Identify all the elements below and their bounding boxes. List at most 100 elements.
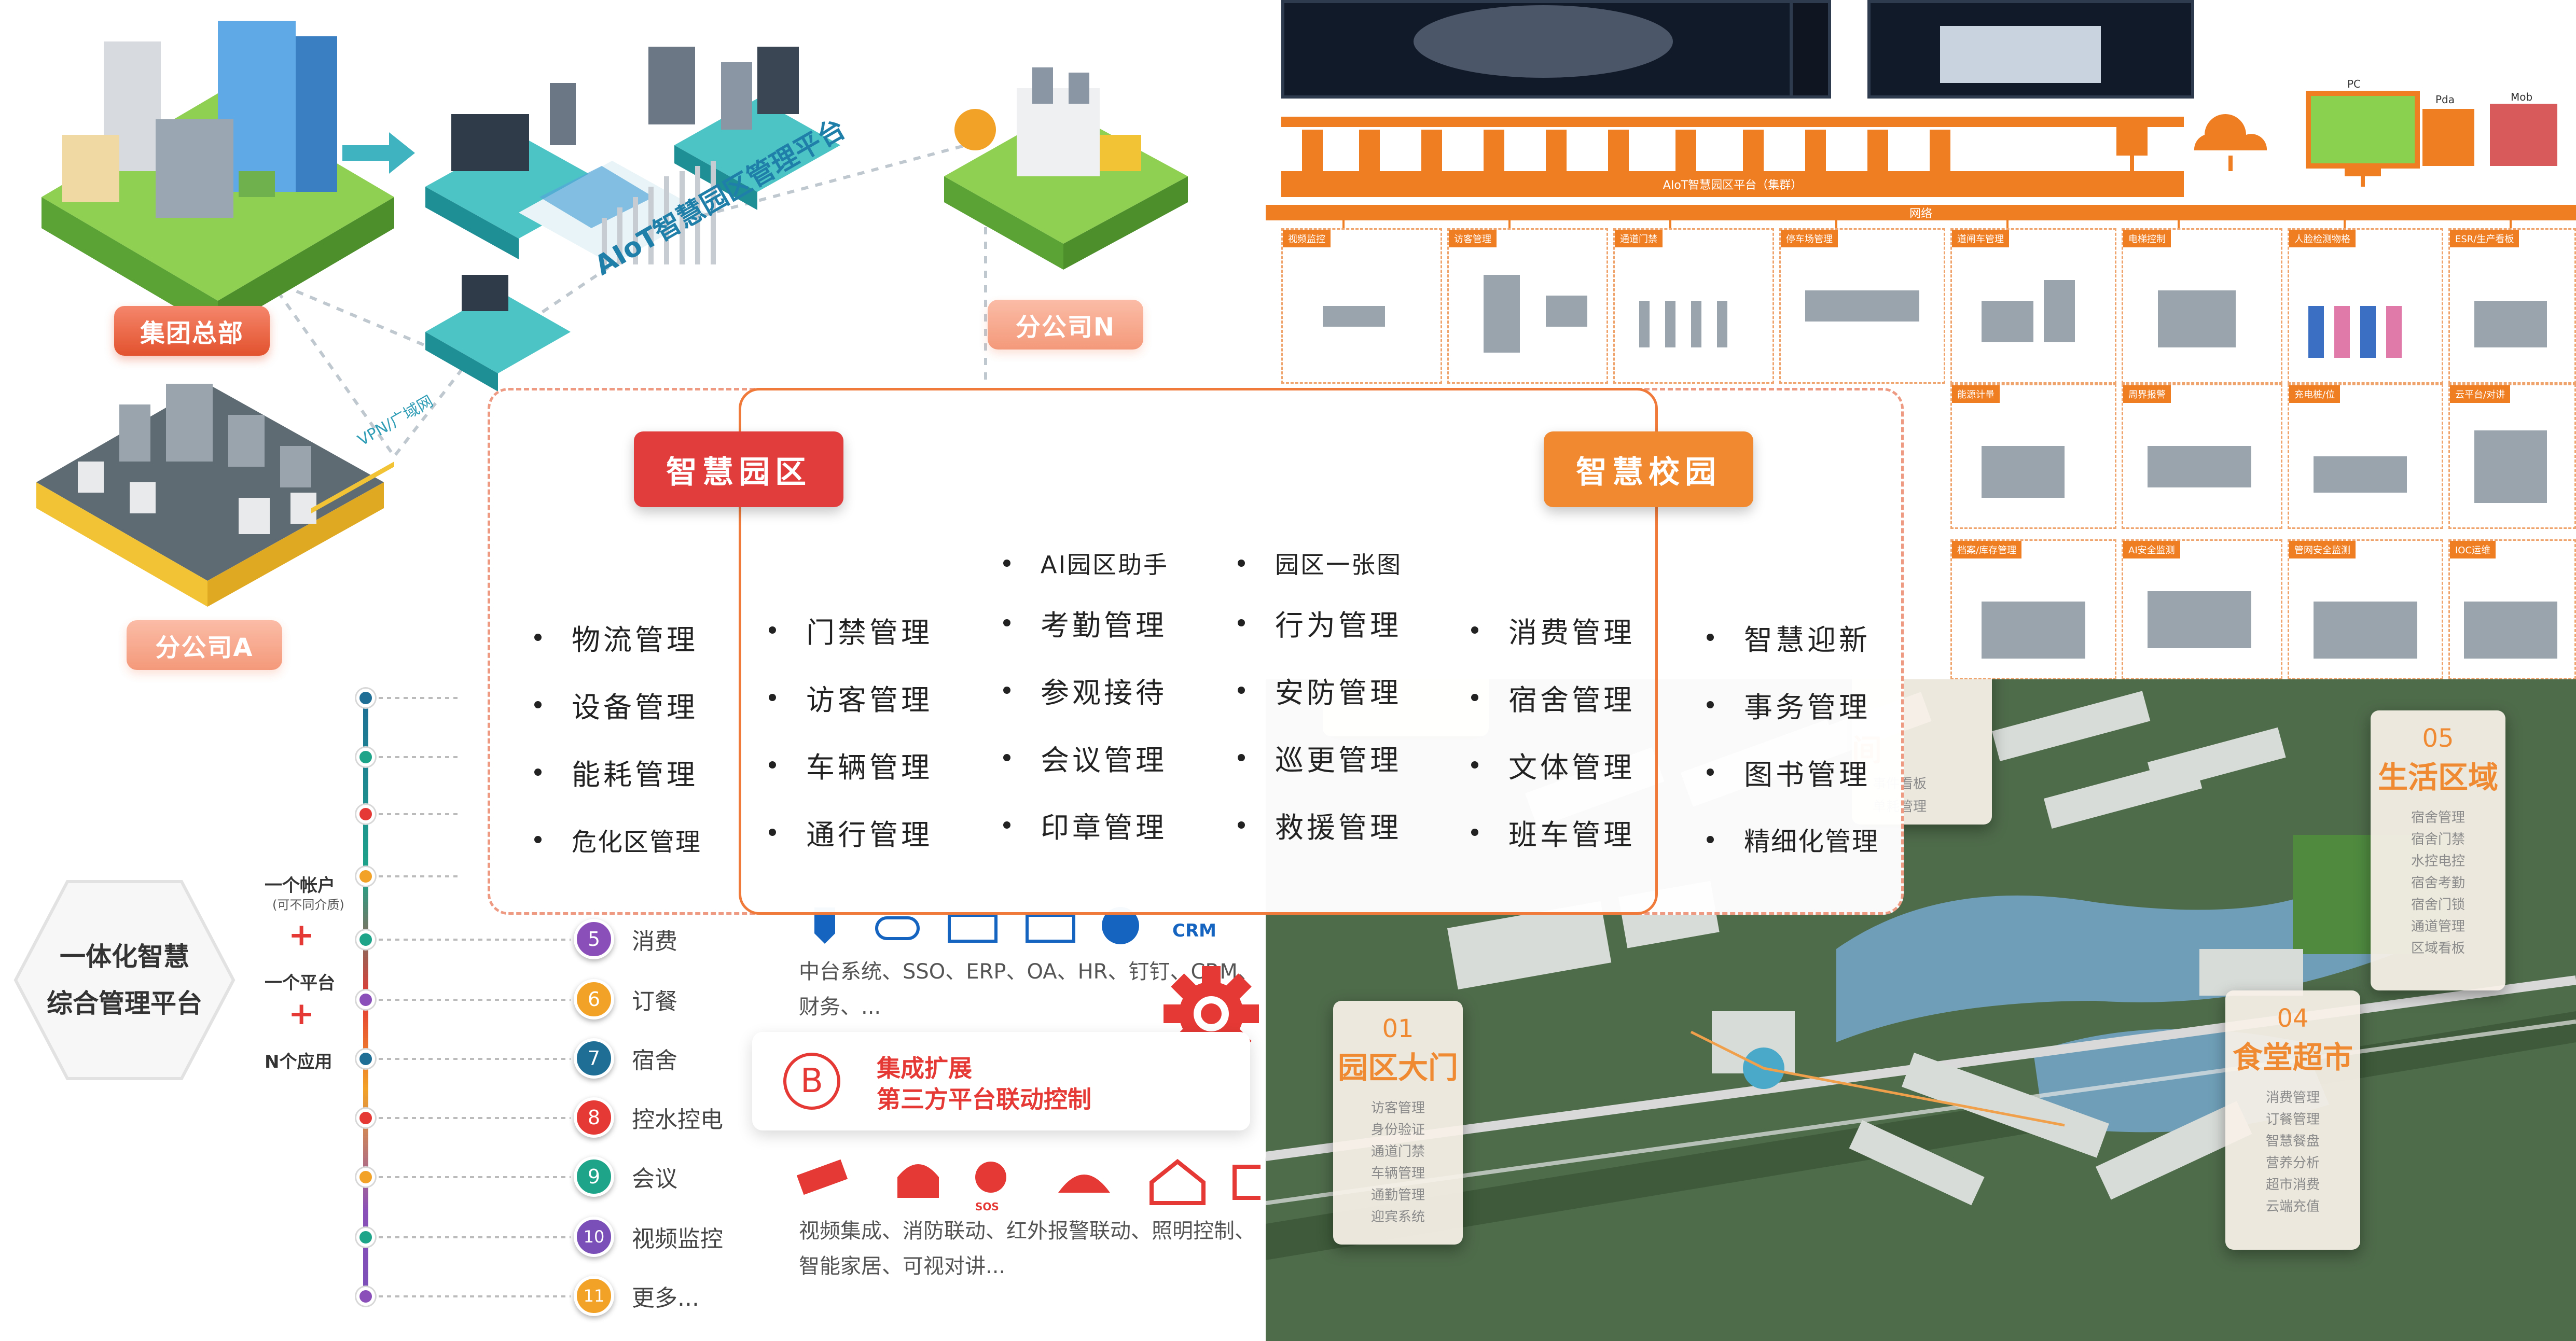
module-item[interactable]: 物流管理 <box>534 604 701 671</box>
hr-icon <box>1026 914 1075 943</box>
module-item[interactable]: 危化区管理 <box>534 806 701 873</box>
zone-item: 超市消费 <box>2265 1177 2320 1193</box>
timeline-dot <box>356 805 375 823</box>
zone-card-gate: 01 园区大门 访客管理 身份验证 通道门禁 车辆管理 通勤管理 迎宾系统 <box>1333 1001 1463 1245</box>
module-item[interactable]: 门禁管理 <box>769 596 933 664</box>
module-item[interactable]: 参观接待 <box>1003 656 1169 724</box>
platform-title: 一体化智慧 综合管理平台 <box>10 933 239 1027</box>
timeline-dot <box>356 867 375 886</box>
network-illustration <box>36 21 1188 607</box>
smart-campus-badge: 智慧校园 <box>1544 431 1753 507</box>
module-item[interactable]: 会议管理 <box>1003 724 1169 791</box>
module-item[interactable]: 宿舍管理 <box>1471 664 1635 731</box>
zone-number: 01 <box>1382 1014 1414 1043</box>
module-column-4: 园区一张图 行为管理 安防管理 巡更管理 救援管理 <box>1238 537 1402 859</box>
zone-number: 04 <box>2277 1004 2309 1033</box>
item-label: 更多... <box>632 1285 699 1311</box>
zone-number: 05 <box>2422 724 2454 753</box>
timeline-dot <box>356 1228 375 1247</box>
module-column-3: AI园区助手 考勤管理 参观接待 会议管理 印章管理 <box>1003 537 1169 859</box>
zone-item: 水控电控 <box>2411 854 2465 869</box>
module-item[interactable]: AI园区助手 <box>1003 537 1169 589</box>
timeline-item[interactable]: 11 更多... <box>574 1276 699 1316</box>
module-column-1: 物流管理 设备管理 能耗管理 危化区管理 <box>534 604 701 873</box>
item-number: 10 <box>574 1217 614 1257</box>
timeline-item[interactable]: 6 订餐 <box>574 979 677 1019</box>
expand-subtitle: 第三方平台联动控制 <box>877 1085 1091 1113</box>
item-label: 宿舍 <box>632 1047 677 1074</box>
timeline-item[interactable]: 9 会议 <box>574 1156 677 1197</box>
timeline-item[interactable]: 5 消费 <box>574 919 677 959</box>
platform-timeline: 一体化智慧 综合管理平台 一个帐户 (可不同介质) + 一个平台 + N个应用 … <box>0 674 747 1341</box>
platform-hexagon <box>13 880 236 1080</box>
module-item[interactable]: 智慧迎新 <box>1707 604 1879 671</box>
n-apps-label: N个应用 <box>265 1052 333 1072</box>
item-label: 订餐 <box>632 988 677 1015</box>
timeline-dot <box>356 930 375 949</box>
plus-sign: + <box>288 996 315 1032</box>
module-item[interactable]: 图书管理 <box>1707 738 1879 806</box>
shield-icon <box>814 907 835 944</box>
platform-title-line1: 一体化智慧 <box>60 942 189 972</box>
zone-item: 宿舍门锁 <box>2411 897 2465 913</box>
sso-icon <box>875 916 920 940</box>
timeline-item[interactable]: 7 宿舍 <box>574 1038 677 1079</box>
zone-item: 迎宾系统 <box>1370 1209 1425 1225</box>
expand-title: 集成扩展 <box>877 1054 972 1082</box>
module-item[interactable]: 通行管理 <box>769 799 933 866</box>
branch-a-label: 分公司A <box>127 620 282 670</box>
erp-icon <box>948 914 998 943</box>
timeline-dot <box>356 748 375 766</box>
zone-card-living: 05 生活区域 宿舍管理 宿舍门禁 水控电控 宿舍考勤 宿舍门锁 通道管理 区域… <box>2371 710 2505 990</box>
module-item[interactable]: 访客管理 <box>769 664 933 731</box>
zone-item: 宿舍门禁 <box>2411 832 2465 847</box>
module-item[interactable]: 行为管理 <box>1238 589 1402 656</box>
zone-item: 身份验证 <box>1370 1122 1425 1138</box>
zone-item: 通勤管理 <box>1370 1188 1425 1203</box>
fire-alarm-icon <box>897 1164 939 1198</box>
module-column-5: 消费管理 宿舍管理 文体管理 班车管理 <box>1471 596 1635 866</box>
dashboard-screen-sidebar <box>1790 0 1831 99</box>
zone-item: 云端充值 <box>2265 1199 2320 1214</box>
integration-card: B 集成扩展 第三方平台联动控制 <box>752 1032 1250 1130</box>
device-mob: Mob <box>2511 91 2533 103</box>
module-item[interactable]: 印章管理 <box>1003 791 1169 859</box>
item-number: 5 <box>574 919 614 959</box>
zone-item: 营养分析 <box>2265 1155 2320 1171</box>
module-item[interactable]: 能耗管理 <box>534 738 701 806</box>
timeline-item[interactable]: 10 视频监控 <box>574 1217 723 1257</box>
cctv-icon <box>796 1159 848 1195</box>
sos-alarm-icon <box>975 1162 1006 1193</box>
linkage-text: 视频集成、消防联动、红外报警联动、照明控制、 智能家居、可视对讲... <box>799 1213 1255 1284</box>
zone-title: 生活区域 <box>2377 760 2498 795</box>
account-note: (可不同介质) <box>272 898 344 912</box>
module-column-6: 智慧迎新 事务管理 图书管理 精细化管理 <box>1707 604 1879 873</box>
zone-item: 车辆管理 <box>1370 1166 1425 1181</box>
module-item[interactable]: 考勤管理 <box>1003 589 1169 656</box>
timeline-item[interactable]: 8 控水控电 <box>574 1097 723 1138</box>
siren-icon <box>1058 1175 1110 1193</box>
module-item[interactable]: 文体管理 <box>1471 731 1635 799</box>
zone-item: 通道管理 <box>2411 919 2465 934</box>
item-number: 8 <box>574 1097 614 1138</box>
linkage-icon-row <box>796 1158 1261 1205</box>
platform-title-line2: 综合管理平台 <box>47 988 202 1018</box>
dingtalk-icon <box>1102 907 1139 944</box>
zone-card-canteen: 04 食堂超市 消费管理 订餐管理 智慧餐盘 营养分析 超市消费 云端充值 <box>2225 990 2360 1250</box>
module-item[interactable]: 园区一张图 <box>1238 537 1402 589</box>
module-item[interactable]: 设备管理 <box>534 671 701 738</box>
module-item[interactable]: 巡更管理 <box>1238 724 1402 791</box>
module-item[interactable]: 班车管理 <box>1471 799 1635 866</box>
module-item[interactable]: 事务管理 <box>1707 671 1879 738</box>
module-item[interactable]: 精细化管理 <box>1707 806 1879 873</box>
smart-park-badge: 智慧园区 <box>634 431 843 507</box>
item-number: 11 <box>574 1276 614 1316</box>
linkage-line: 智能家居、可视对讲... <box>799 1254 1006 1278</box>
module-item[interactable]: 车辆管理 <box>769 731 933 799</box>
timeline-dot <box>356 689 375 707</box>
zone-title: 食堂超市 <box>2232 1040 2353 1075</box>
module-item[interactable]: 消费管理 <box>1471 596 1635 664</box>
zone-item: 消费管理 <box>2265 1090 2320 1106</box>
module-item[interactable]: 安防管理 <box>1238 656 1402 724</box>
module-item[interactable]: 救援管理 <box>1238 791 1402 859</box>
